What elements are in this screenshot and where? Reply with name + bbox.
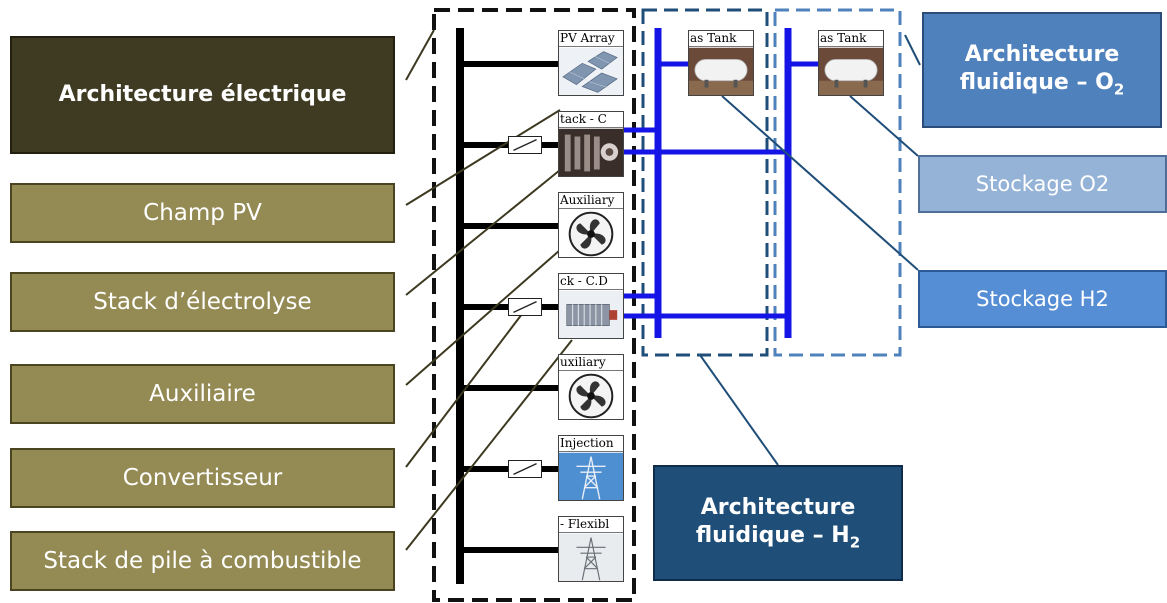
electrolysis-stack-label: tack - C xyxy=(559,112,623,128)
fan-icon xyxy=(559,209,623,257)
auxiliary-2-label: uxiliary xyxy=(559,355,623,371)
grid-injection-label: Injection xyxy=(559,436,623,452)
connector-arch-h2 xyxy=(699,354,779,466)
stack-electrolyse-text: Stack d’électrolyse xyxy=(93,288,312,315)
flexible-load-label: - Flexibl xyxy=(559,517,623,533)
o2-tank-component[interactable]: as Tank xyxy=(818,30,884,96)
grid-injection-component[interactable]: Injection xyxy=(558,435,624,501)
electrolyzer-icon xyxy=(559,128,623,176)
connector-auxiliaire xyxy=(405,249,561,386)
electrical-architecture-text: Architecture électrique xyxy=(58,82,347,108)
o2-fluidic-frame xyxy=(773,8,902,357)
converter-symbol-elec xyxy=(508,136,542,154)
auxiliaire-text: Auxiliaire xyxy=(149,380,256,407)
connector-convertisseur xyxy=(405,313,523,468)
arch-o2-line1: Architecture xyxy=(964,42,1120,68)
connector-stockage-o2 xyxy=(849,95,919,157)
champ-pv-box: Champ PV xyxy=(10,183,395,243)
h2-tank-label: as Tank xyxy=(689,31,753,47)
flexible-load-component[interactable]: - Flexibl xyxy=(558,516,624,582)
fuel-cell-stack-component[interactable]: ck - C.D xyxy=(558,273,624,339)
h2-tank-component[interactable]: as Tank xyxy=(688,30,754,96)
connector-stockage-h2 xyxy=(721,95,919,271)
connector-champ-pv xyxy=(405,109,561,206)
stockage-o2-box: Stockage O2 xyxy=(918,155,1167,213)
o2-tank-label: as Tank xyxy=(819,31,883,47)
power-pylon-icon xyxy=(559,533,623,581)
fluidic-architecture-o2-box: Architecture fluidique – O2 xyxy=(922,12,1162,128)
fuel-cell-icon xyxy=(559,290,623,338)
convertisseur-text: Convertisseur xyxy=(122,464,283,491)
auxiliaire-box: Auxiliaire xyxy=(10,364,395,424)
pv-array-component[interactable]: PV Array xyxy=(558,30,624,96)
connector-arch-o2 xyxy=(904,34,921,66)
converter-symbol-fc xyxy=(508,298,542,316)
connector-stack-electrolyse xyxy=(405,169,561,296)
stack-electrolyse-box: Stack d’électrolyse xyxy=(10,272,395,332)
arch-o2-subscript: 2 xyxy=(1113,80,1125,99)
fuel-cell-stack-label: ck - C.D xyxy=(559,274,623,290)
electrolysis-stack-component[interactable]: tack - C xyxy=(558,111,624,177)
connector-elec-arch xyxy=(405,29,435,81)
auxiliary-2-component[interactable]: uxiliary xyxy=(558,354,624,420)
electrical-architecture-box: Architecture électrique xyxy=(10,36,395,154)
converter-symbol-injection xyxy=(508,460,542,478)
stockage-h2-box: Stockage H2 xyxy=(918,270,1167,328)
champ-pv-text: Champ PV xyxy=(143,199,262,226)
pv-array-label: PV Array xyxy=(559,31,623,47)
arch-h2-line2: fluidique – H xyxy=(695,522,850,548)
gas-tank-icon xyxy=(689,47,753,95)
arch-h2-subscript: 2 xyxy=(849,533,861,552)
auxiliary-1-label: Auxiliary xyxy=(559,193,623,209)
stack-pile-combustible-text: Stack de pile à combustible xyxy=(43,547,362,574)
auxiliary-1-component[interactable]: Auxiliary xyxy=(558,192,624,258)
power-pylon-icon xyxy=(559,452,623,500)
convertisseur-box: Convertisseur xyxy=(10,448,395,508)
fan-icon xyxy=(559,371,623,419)
gas-tank-icon xyxy=(819,47,883,95)
solar-panel-icon xyxy=(559,47,623,95)
fluidic-architecture-h2-box: Architecture fluidique – H2 xyxy=(653,465,903,581)
connector-stack-pile xyxy=(405,339,573,551)
arch-h2-line1: Architecture xyxy=(700,495,856,521)
stack-pile-combustible-box: Stack de pile à combustible xyxy=(10,531,395,591)
arch-o2-line2: fluidique – O xyxy=(959,69,1114,95)
stockage-h2-text: Stockage H2 xyxy=(976,286,1109,311)
electrical-architecture-frame xyxy=(432,8,636,602)
h2-fluidic-frame xyxy=(641,8,769,357)
stockage-o2-text: Stockage O2 xyxy=(975,171,1110,196)
